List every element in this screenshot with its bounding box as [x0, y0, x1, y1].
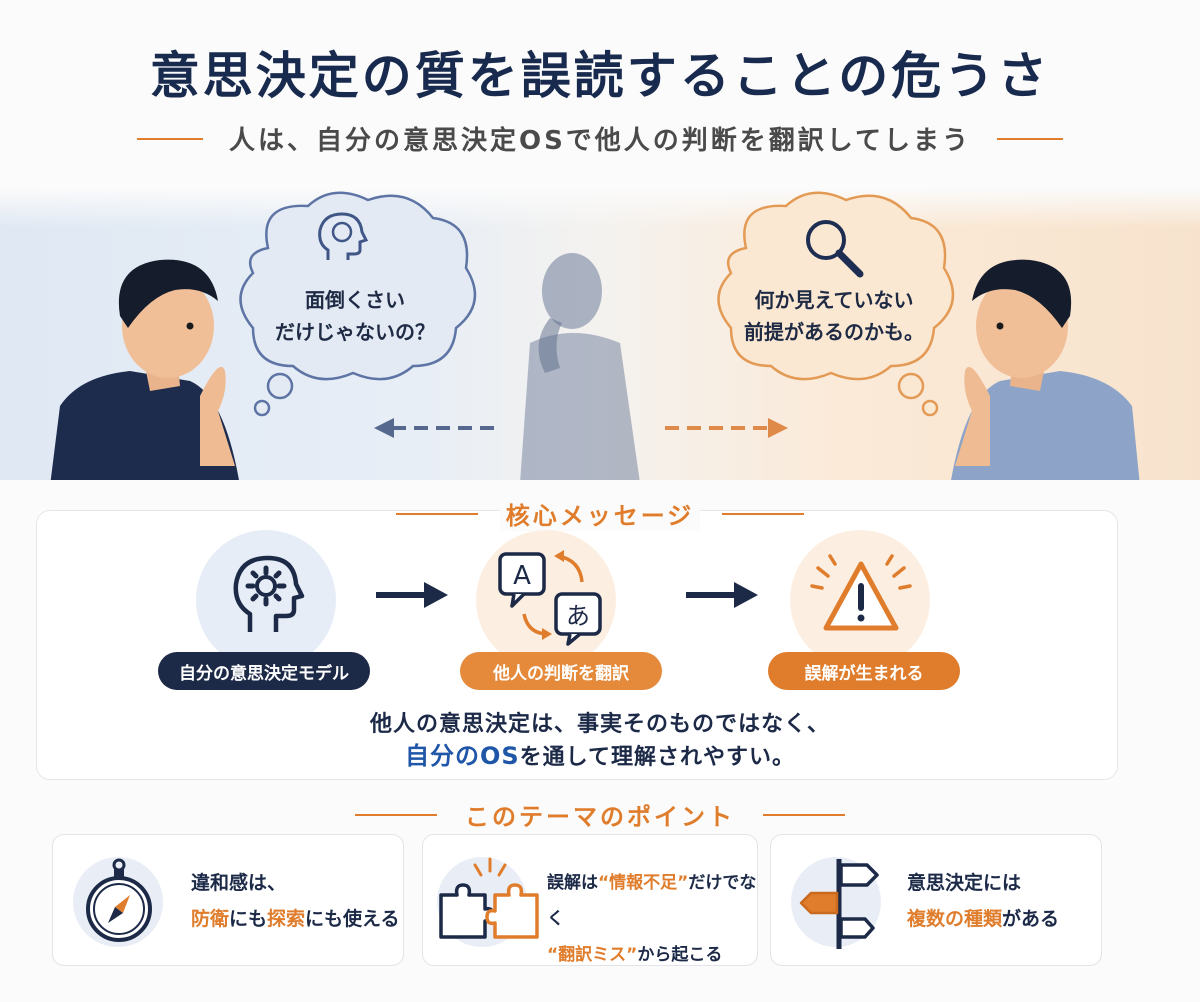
point-card-3-text: 意思決定には 複数の種類がある [907, 872, 1060, 930]
puzzle-icon [439, 857, 539, 939]
core-message-line-2: 自分のOSを通して理解されやすい。 [404, 742, 796, 770]
subtitle-left-rule [136, 137, 203, 140]
subtitle: 人は、自分の意思決定OSで他人の判断を翻訳してしまう [228, 126, 972, 156]
scene-illustration: 面倒くさい だけじゃないの？ 何か見えていない 前提があるのかも。 [0, 188, 1200, 480]
points-heading-row: このテーマのポイント [0, 797, 1200, 832]
core-heading-row: 核心メッセージ [0, 496, 1200, 531]
translate-icon: A あ [498, 550, 602, 646]
point-card-2: 誤解は“情報不足”だけでなく “翻訳ミス”から起こる [422, 834, 758, 966]
step-1-label: 自分の意思決定モデル [158, 652, 370, 690]
step-2-label: 他人の判断を翻訳 [460, 652, 662, 690]
left-thought-bubble [239, 191, 477, 417]
right-thought-bubble [717, 191, 955, 417]
step-arrow-2 [686, 582, 758, 608]
point-card-1-text: 違和感は、 防衛にも探索にも使える [191, 872, 400, 930]
silhouette-person [520, 253, 640, 480]
step-3-label: 誤解が生まれる [768, 652, 960, 690]
svg-text:あ: あ [566, 602, 590, 630]
right-thought-text: 何か見えていない 前提があるのかも。 [744, 288, 924, 344]
point-card-2-text: 誤解は“情報不足”だけでなく “翻訳ミス”から起こる [547, 873, 757, 965]
left-person [50, 259, 239, 480]
brain-head-icon [318, 212, 369, 260]
warning-icon [810, 554, 912, 631]
point-card-1: 違和感は、 防衛にも探索にも使える [52, 834, 404, 966]
step-arrow-1 [376, 582, 448, 608]
right-dashed-arrow [665, 418, 788, 438]
points-heading: このテーマのポイント [459, 797, 741, 832]
magnifier-icon [806, 220, 864, 278]
left-thought-text: 面倒くさい だけじゃないの？ [275, 288, 435, 344]
core-message-line-1: 他人の意思決定は、事実そのものではなく、 [369, 712, 830, 737]
core-heading: 核心メッセージ [499, 496, 701, 531]
left-dashed-arrow [374, 418, 497, 438]
point-card-3: 意思決定には 複数の種類がある [770, 834, 1102, 966]
right-person [951, 259, 1140, 480]
subtitle-row: 人は、自分の意思決定OSで他人の判断を翻訳してしまう [0, 120, 1200, 157]
signpost-icon [799, 859, 879, 949]
page-title: 意思決定の質を誤読することの危うさ [149, 47, 1051, 105]
subtitle-right-rule [997, 137, 1064, 140]
core-message-emphasis: 自分のOS [404, 742, 520, 770]
svg-text:A: A [513, 561, 531, 591]
compass-icon [86, 858, 152, 942]
gear-head-icon [233, 555, 305, 632]
